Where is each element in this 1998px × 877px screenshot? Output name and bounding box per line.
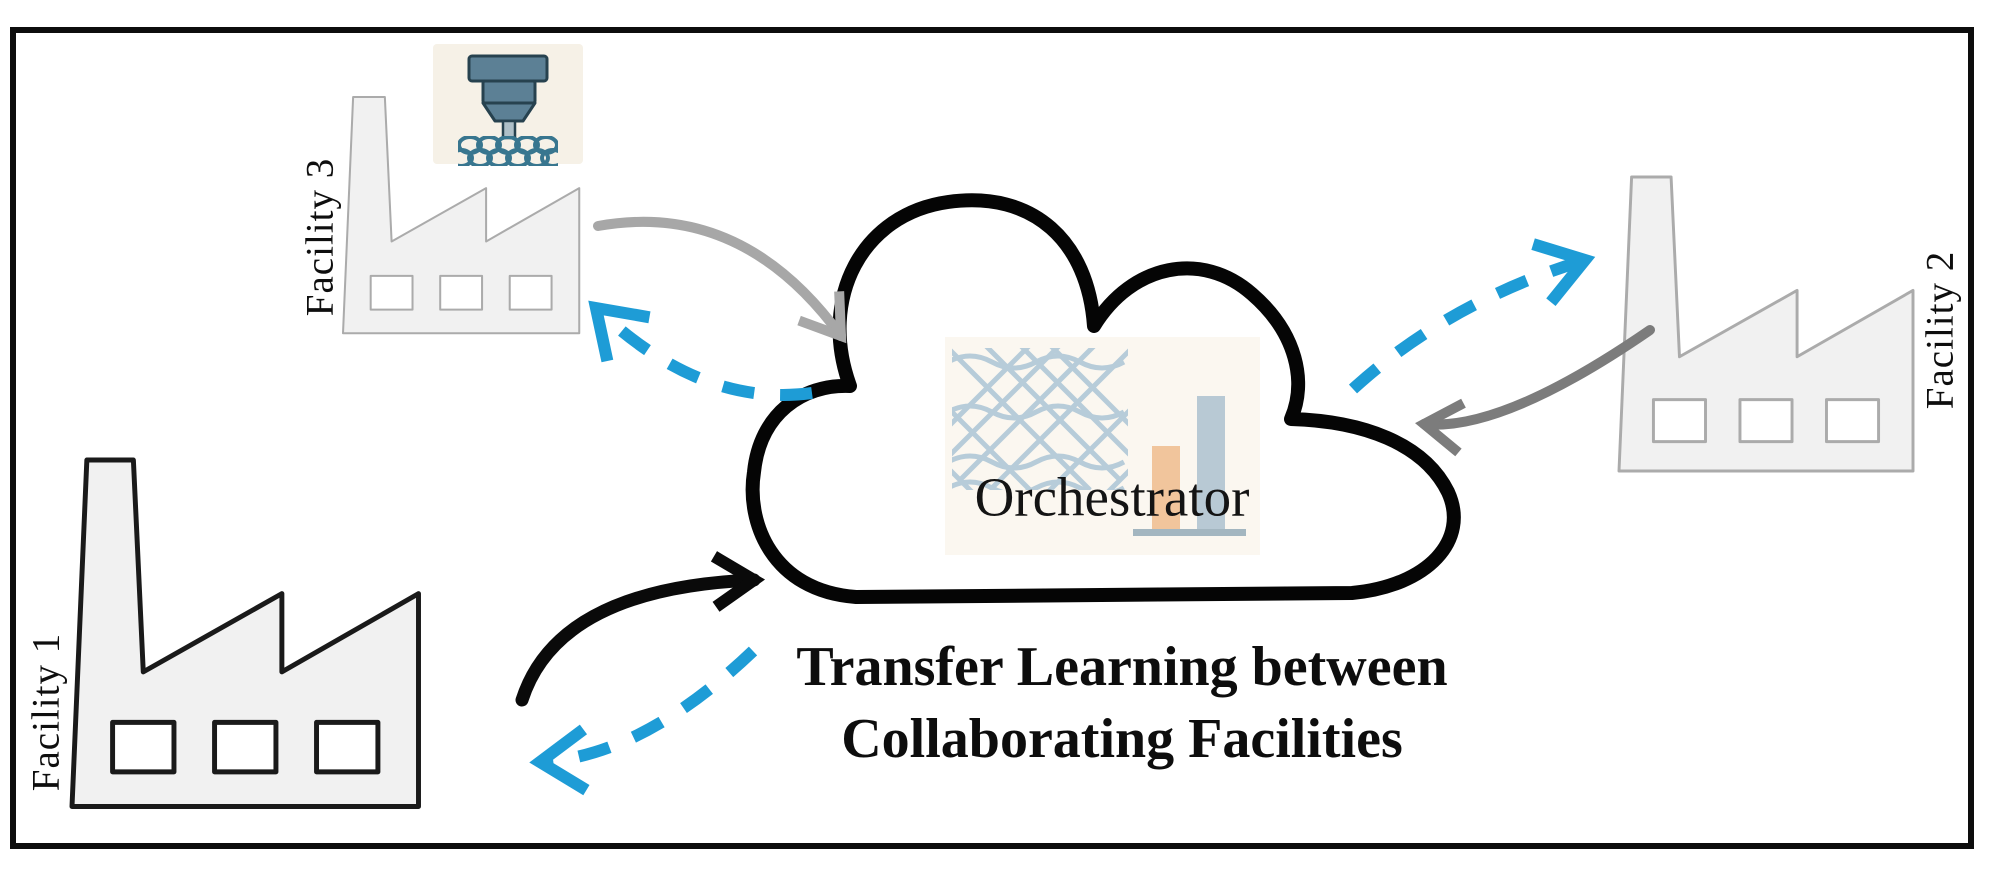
caption: Transfer Learning between Collaborating … [796, 632, 1447, 775]
arrow-cloud-to-facility1-dashed [529, 646, 758, 796]
arrow-facility1-to-cloud [515, 551, 766, 707]
arrow-facility3-to-cloud [593, 216, 847, 344]
arrow-cloud-to-facility2-dashed [1348, 238, 1596, 394]
facility-1-factory-icon [72, 460, 419, 807]
facility-3-label: Facility 3 [298, 157, 342, 317]
facility-2-factory-icon [1617, 175, 1915, 473]
caption-line-2: Collaborating Facilities [841, 707, 1403, 770]
arrow-facility2-to-cloud [1415, 325, 1655, 457]
facility-2-label: Facility 2 [1918, 250, 1962, 410]
printer-icon [433, 44, 583, 166]
orchestrator-label: Orchestrator [974, 466, 1250, 528]
arrow-cloud-to-facility3-dashed [588, 300, 813, 401]
facility-1-label: Facility 1 [24, 632, 68, 792]
orchestrator-icon [945, 337, 1260, 555]
outer-frame [10, 27, 1974, 849]
bar-chart-icon [1133, 396, 1246, 536]
caption-line-1: Transfer Learning between [796, 636, 1448, 698]
